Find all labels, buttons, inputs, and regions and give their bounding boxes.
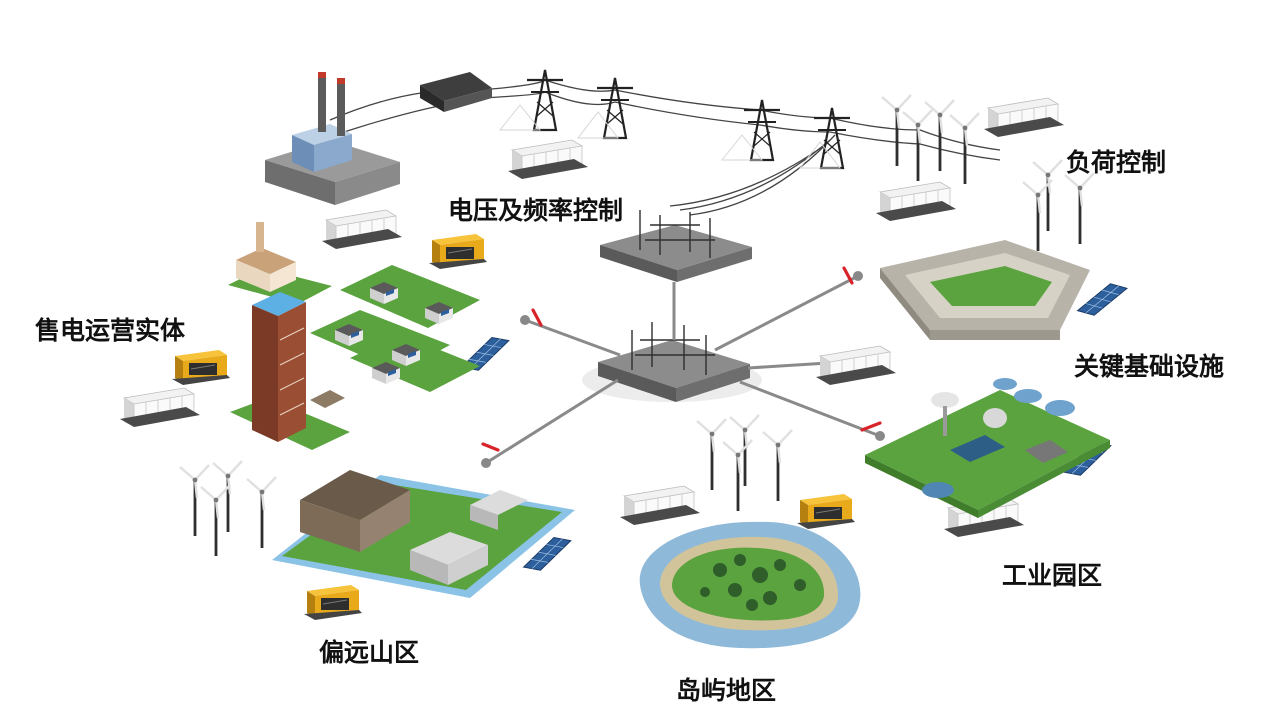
tower-shadows	[498, 104, 842, 169]
feeder-lines	[485, 274, 881, 465]
retail-operator-icon	[228, 222, 480, 450]
industrial-park-icon	[865, 378, 1110, 518]
label-critical-infrastructure: 关键基础设施	[1074, 352, 1225, 381]
label-remote-mountain-area: 偏远山区	[319, 638, 420, 667]
label-industrial-park: 工业园区	[1002, 561, 1103, 590]
label-voltage-frequency-control: 电压及频率控制	[448, 196, 624, 225]
substation-icon	[598, 322, 750, 402]
substation-icon	[600, 210, 752, 282]
label-retail-operator: 售电运营实体	[35, 316, 186, 345]
island-area-icon	[639, 521, 861, 649]
switch-icon	[481, 266, 882, 452]
critical-infrastructure-icon	[880, 240, 1090, 340]
label-load-control: 负荷控制	[1066, 148, 1167, 177]
connection-node	[481, 271, 885, 468]
power-plant-icon	[265, 72, 492, 205]
remote-mountain-area-icon	[272, 470, 575, 598]
label-island-area: 岛屿地区	[676, 676, 777, 705]
